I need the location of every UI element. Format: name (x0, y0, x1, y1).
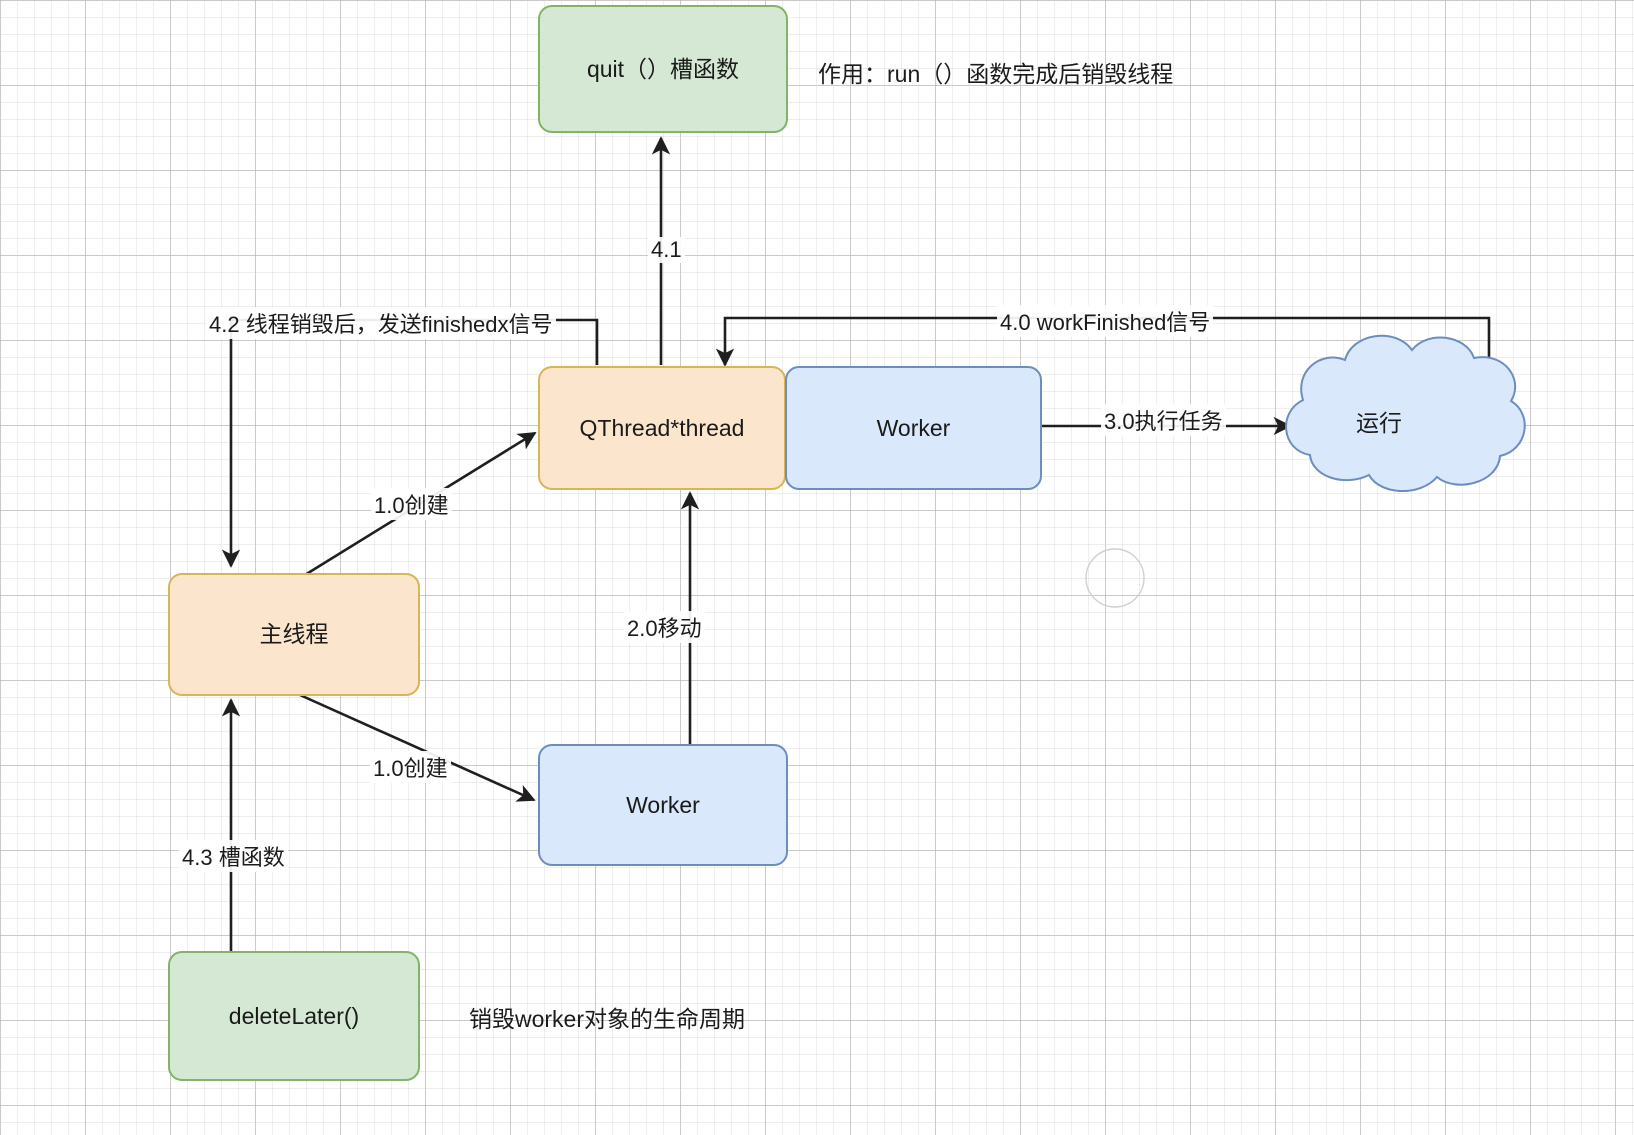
cloud-shape (1285, 334, 1526, 492)
node-qthread-label: QThread*thread (579, 414, 745, 441)
edge-label-1-0-worker: 1.0创建 (370, 751, 451, 783)
edge-label-4-2: 4.2 线程销毁后，发送finishedx信号 (206, 307, 556, 339)
note-worker-lifecycle: 销毁worker对象的生命周期 (469, 1006, 746, 1032)
node-worker-top-label: Worker (876, 414, 951, 441)
node-quit-slot[interactable]: quit（）槽函数 (538, 5, 788, 133)
decorative-circle (1085, 548, 1145, 608)
node-delete-later[interactable]: deleteLater() (168, 951, 420, 1081)
edge-label-3-0: 3.0执行任务 (1101, 404, 1226, 436)
node-worker-bottom-label: Worker (626, 791, 700, 818)
node-running-cloud-label: 运行 (1356, 410, 1402, 436)
edge-label-2-0: 2.0移动 (624, 611, 705, 643)
edge-1-0-worker-path (299, 693, 536, 802)
node-worker-bottom[interactable]: Worker (538, 744, 788, 866)
edge-label-4-3: 4.3 槽函数 (179, 840, 288, 872)
edge-label-1-0-thread: 1.0创建 (371, 488, 452, 520)
node-delete-later-label: deleteLater() (228, 1002, 360, 1029)
node-quit-slot-label: quit（）槽函数 (586, 55, 740, 82)
edge-label-4-1: 4.1 (648, 237, 685, 263)
note-quit-purpose: 作用：run（）函数完成后销毁线程 (818, 61, 1174, 87)
node-qthread[interactable]: QThread*thread (538, 366, 786, 490)
edge-label-4-0: 4.0 workFinished信号 (997, 305, 1214, 337)
node-main-thread-label: 主线程 (259, 621, 329, 648)
node-main-thread[interactable]: 主线程 (168, 573, 420, 696)
node-worker-top[interactable]: Worker (785, 366, 1042, 490)
